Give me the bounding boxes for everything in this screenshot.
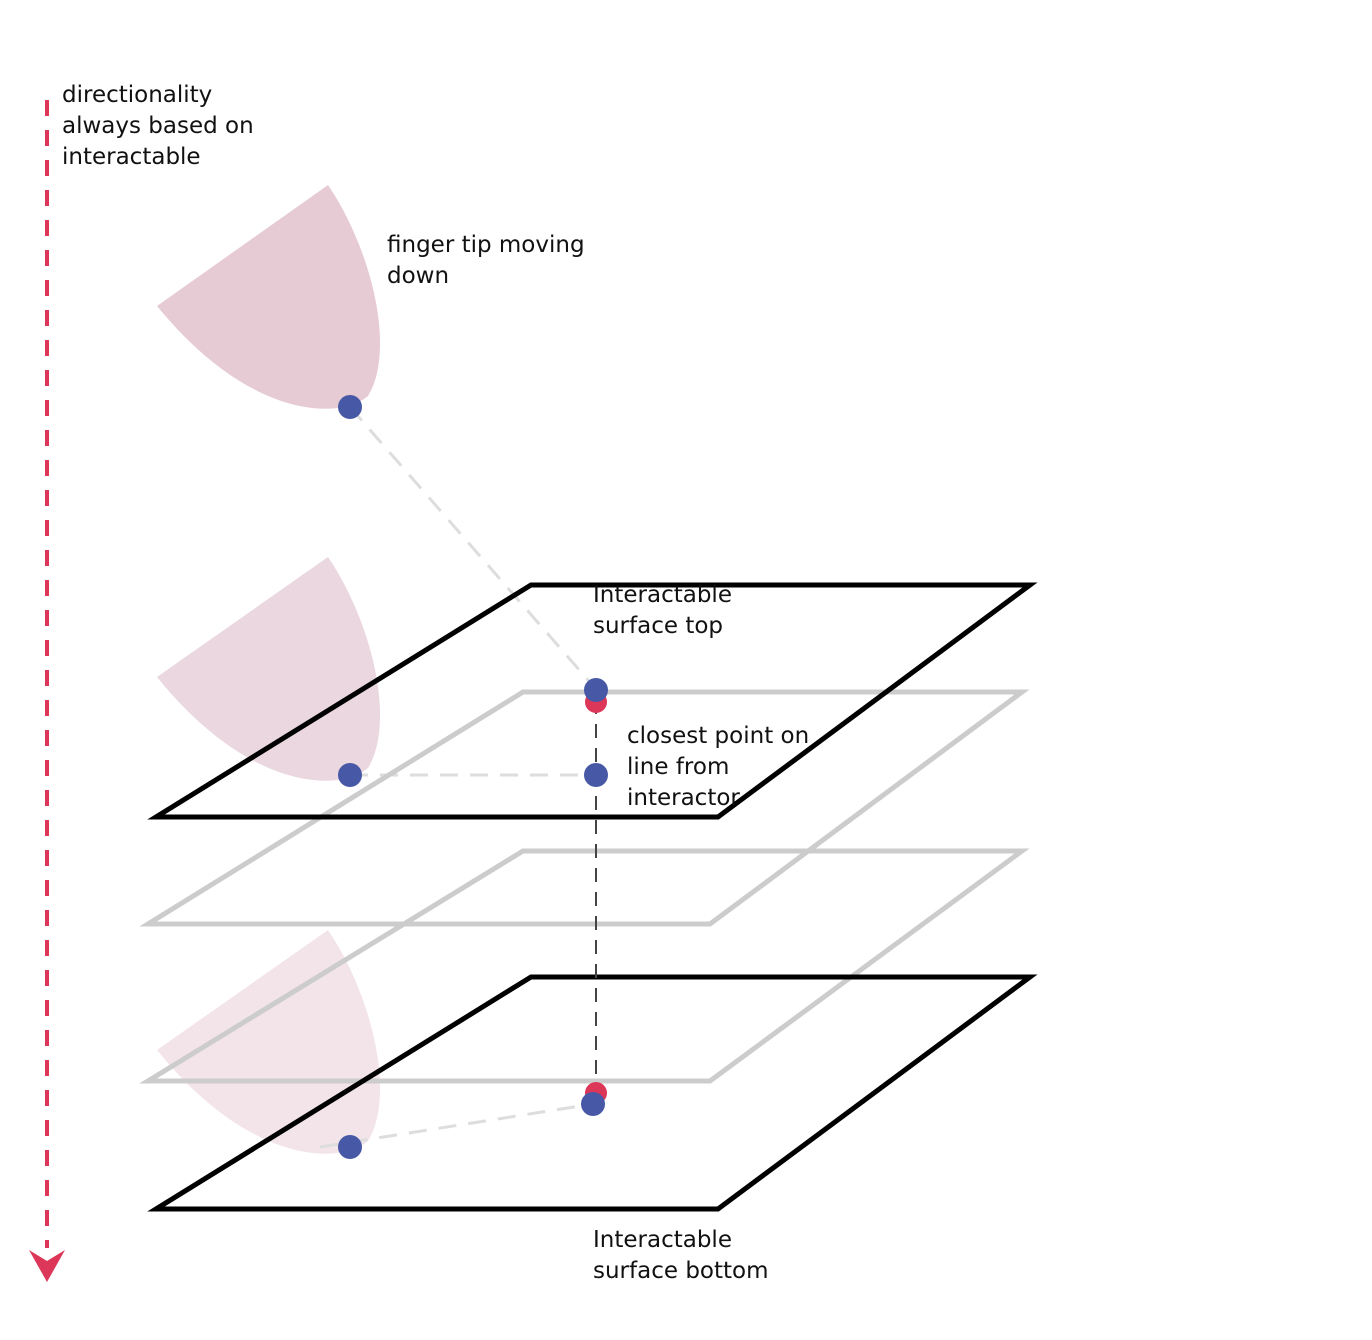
guide-line-bottom — [319, 1102, 594, 1149]
direction-label: directionality always based on interacta… — [62, 80, 254, 173]
fingertip-middle — [157, 557, 381, 781]
fingertip-point-top — [338, 395, 362, 419]
fingertip-bottom — [157, 930, 381, 1154]
direction-label-line: interactable — [62, 144, 201, 170]
surface-bottom-label-line: Interactable — [593, 1227, 732, 1253]
closest-point-label-line: closest point on — [627, 723, 810, 749]
surface-top-label-line: surface top — [593, 613, 724, 639]
closest-point — [584, 763, 608, 787]
fingertip-top — [157, 185, 381, 409]
direction-arrow-head — [29, 1250, 65, 1282]
surface-top-label: Interactable surface top — [593, 580, 732, 642]
fingertip-point-middle — [338, 763, 362, 787]
surface-top-plane — [147, 582, 1038, 820]
surface-top-label-line: Interactable — [593, 582, 732, 608]
closest-point-label: closest point on line from interactor — [627, 721, 809, 814]
surface-bottom-label-line: surface bottom — [593, 1258, 769, 1284]
closest-point-label-line: line from — [627, 754, 730, 780]
guide-line-top — [348, 406, 597, 689]
direction-label-line: directionality — [62, 82, 213, 108]
surface-bottom-point-blue — [581, 1092, 605, 1116]
surface-bottom-plane — [147, 974, 1038, 1212]
inner-plane-lower — [139, 848, 1030, 1084]
finger-label: finger tip moving down — [387, 230, 585, 292]
finger-label-line: finger tip moving — [387, 232, 585, 258]
surface-bottom-label: Interactable surface bottom — [593, 1225, 769, 1287]
direction-label-line: always based on — [62, 113, 254, 139]
closest-point-label-line: interactor — [627, 785, 740, 811]
fingertip-point-bottom — [338, 1135, 362, 1159]
finger-label-line: down — [387, 263, 450, 289]
inner-plane-upper — [139, 689, 1030, 927]
surface-top-point-blue — [584, 678, 608, 702]
